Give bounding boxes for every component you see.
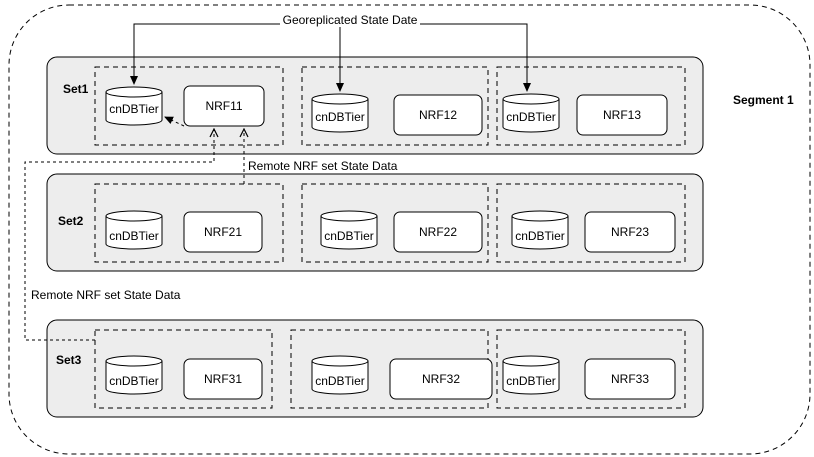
nrf-box bbox=[393, 94, 483, 136]
nrf-label: NRF33 bbox=[611, 372, 649, 386]
nrf-box bbox=[584, 211, 676, 253]
set-1: Set1 cnDBTier cnDBTier cnDBTier NRF11 NR… bbox=[46, 56, 704, 155]
nrf-label: NRF12 bbox=[419, 108, 457, 122]
set-2-group-3 bbox=[496, 183, 686, 263]
nrf-box bbox=[183, 85, 265, 127]
cndbtier-cylinder: cnDBTier bbox=[511, 210, 569, 250]
nrf-label: NRF23 bbox=[611, 225, 649, 239]
nrf-box bbox=[576, 94, 668, 136]
remote-label-left: Remote NRF set State Data bbox=[31, 288, 181, 302]
georep-label: Georeplicated State Date bbox=[283, 13, 418, 27]
set-2-label: Set2 bbox=[58, 214, 84, 228]
nrf-box bbox=[389, 358, 493, 400]
set-1-group-3 bbox=[496, 66, 686, 146]
nrf-label: NRF22 bbox=[419, 225, 457, 239]
cndbtier-cylinder: cnDBTier bbox=[105, 210, 163, 250]
set-1-group-2 bbox=[301, 66, 489, 146]
cndbtier-cylinder: cnDBTier bbox=[105, 86, 163, 126]
cndbtier-cylinder: cnDBTier bbox=[320, 210, 378, 250]
remote-set3-connector: Remote NRF set State Data bbox=[24, 130, 214, 341]
db-label: cnDBTier bbox=[506, 374, 556, 388]
set-1-label: Set1 bbox=[63, 82, 89, 96]
db-label: cnDBTier bbox=[109, 374, 159, 388]
set-3-group-3 bbox=[496, 329, 686, 409]
db-label: cnDBTier bbox=[109, 102, 159, 116]
set-2: Set2 cnDBTier cnDBTier cnDBTier NRF21 NR… bbox=[46, 173, 704, 272]
segment-boundary bbox=[8, 4, 811, 455]
cndbtier-cylinder: cnDBTier bbox=[311, 355, 369, 395]
cndbtier-cylinder: cnDBTier bbox=[105, 355, 163, 395]
db-label: cnDBTier bbox=[515, 229, 565, 243]
set-2-group-1 bbox=[94, 183, 284, 263]
cndbtier-cylinder: cnDBTier bbox=[311, 93, 369, 133]
db-label: cnDBTier bbox=[324, 229, 374, 243]
nrf-label: NRF31 bbox=[204, 372, 242, 386]
db-label: cnDBTier bbox=[506, 110, 556, 124]
set-3-group-1 bbox=[94, 329, 273, 409]
nrf-box bbox=[183, 211, 263, 253]
db-label: cnDBTier bbox=[315, 110, 365, 124]
nrf-box bbox=[183, 358, 263, 400]
nrf-label: NRF32 bbox=[422, 372, 460, 386]
cndbtier-cylinder: cnDBTier bbox=[502, 93, 560, 133]
cndbtier-cylinder: cnDBTier bbox=[502, 355, 560, 395]
nrf-label: NRF11 bbox=[205, 99, 242, 113]
set-3-label: Set3 bbox=[56, 353, 82, 367]
segment-label: Segment 1 bbox=[733, 93, 794, 107]
set-1-group-1 bbox=[94, 66, 284, 146]
set-3: Set3 cnDBTier cnDBTier cnDBTier NRF31 NR… bbox=[46, 319, 704, 418]
nrf-label: NRF21 bbox=[204, 225, 242, 239]
db-label: cnDBTier bbox=[109, 229, 159, 243]
remote-label-top: Remote NRF set State Data bbox=[248, 159, 398, 173]
db-label: cnDBTier bbox=[315, 374, 365, 388]
nrf-box bbox=[393, 211, 483, 253]
remote-set2-connector: Remote NRF set State Data bbox=[244, 130, 398, 184]
georeplication-connector: Georeplicated State Date bbox=[130, 13, 531, 92]
set-2-group-2 bbox=[301, 183, 489, 263]
nrf-box bbox=[584, 358, 676, 400]
nrf-label: NRF13 bbox=[603, 108, 641, 122]
